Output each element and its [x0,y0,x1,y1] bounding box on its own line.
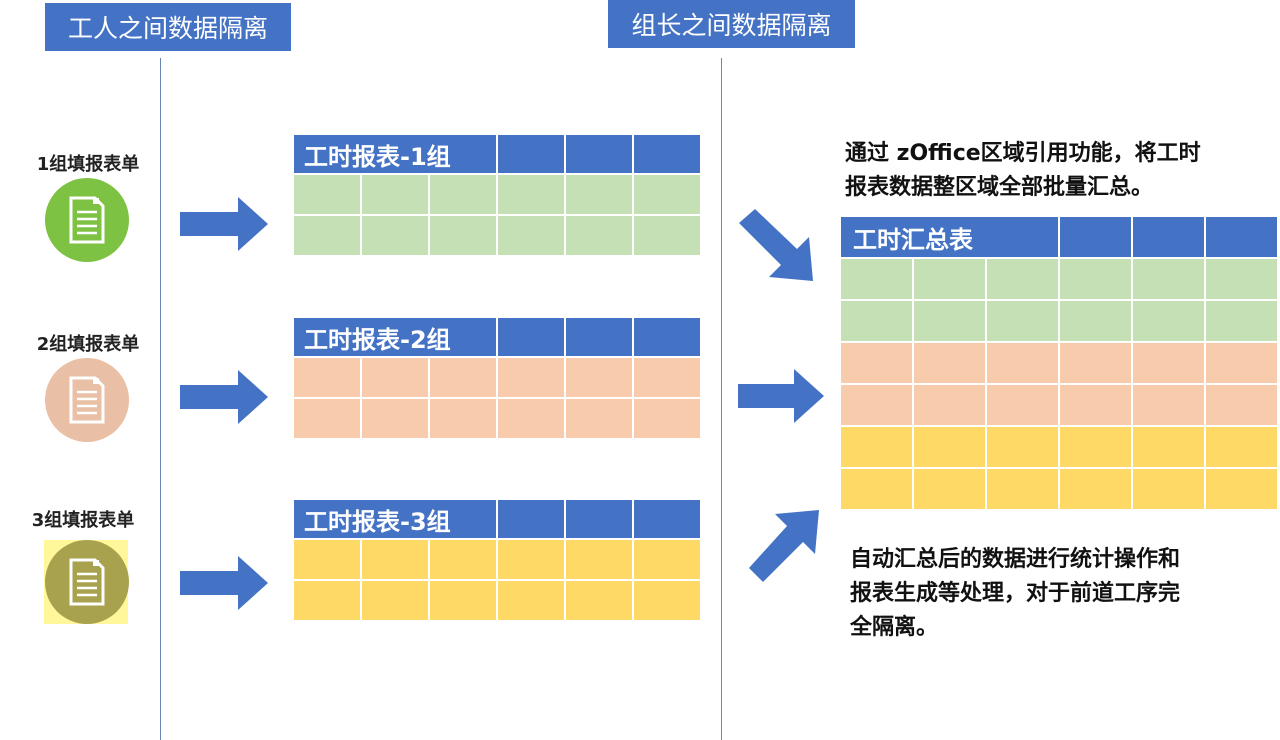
table-title: 工时报表-2组 [293,317,497,357]
header-leader-isolation: 组长之间数据隔离 [608,0,855,48]
group-1-form-circle [45,178,129,262]
group-3-table: 工时报表-3组 [293,499,701,621]
summary-table: 工时汇总表 [840,216,1278,510]
description-line: 报表数据整区域全部批量汇总。 [845,175,1154,200]
header-worker-isolation: 工人之间数据隔离 [45,3,291,51]
description-line: 自动汇总后的数据进行统计操作和 [850,547,1181,572]
up-right-arrow-icon [749,510,819,582]
right-arrow-icon [180,197,268,251]
divider-right [721,58,722,740]
document-icon [69,376,105,424]
table-title: 工时报表-1组 [293,134,497,174]
description-line: 全隔离。 [850,615,939,640]
right-arrow-icon [180,556,268,610]
group-3-label: 3组填报表单 [31,510,135,531]
group-1-table: 工时报表-1组 [293,134,701,256]
group-1-label: 1组填报表单 [36,154,140,175]
down-right-arrow-icon [739,209,813,281]
table-title: 工时汇总表 [840,216,1059,258]
document-icon [69,196,105,244]
right-arrow-icon [180,370,268,424]
document-icon [69,558,105,606]
table-title: 工时报表-3组 [293,499,497,539]
description-line: 通过 zOffice区域引用功能，将工时 [845,141,1201,166]
right-arrow-icon [738,369,824,423]
description-line: 报表生成等处理，对于前道工序完 [850,581,1181,606]
summary-description-top: 通过 zOffice区域引用功能，将工时 报表数据整区域全部批量汇总。 [845,137,1265,205]
group-2-label: 2组填报表单 [36,334,140,355]
group-2-table: 工时报表-2组 [293,317,701,439]
group-3-form-circle [45,540,129,624]
divider-left [160,58,161,740]
group-2-form-circle [45,358,129,442]
summary-description-bottom: 自动汇总后的数据进行统计操作和 报表生成等处理，对于前道工序完 全隔离。 [850,543,1270,645]
